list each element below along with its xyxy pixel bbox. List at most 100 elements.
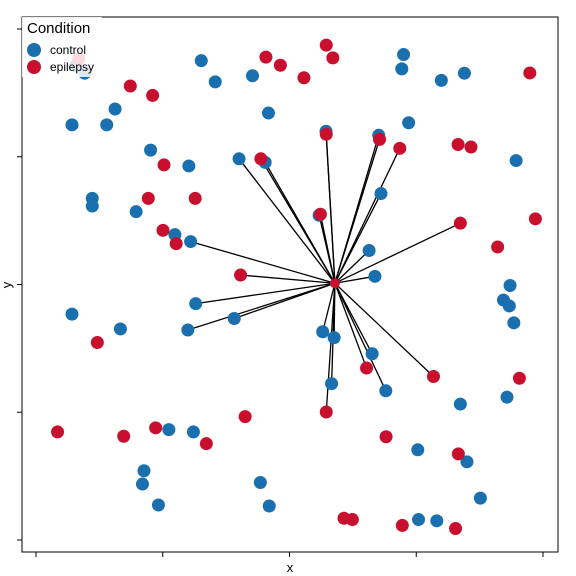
point-control-38 (65, 307, 79, 321)
point-control-49 (135, 477, 149, 491)
point-control-2 (65, 118, 79, 132)
connection-line-24 (334, 282, 368, 369)
point-control-12 (129, 205, 143, 219)
point-control-46 (162, 423, 176, 437)
connection-line-9 (195, 282, 335, 305)
point-control-23 (434, 73, 448, 87)
connection-line-19 (325, 134, 336, 284)
connection-line-12 (322, 283, 336, 332)
point-control-16 (232, 152, 246, 166)
point-control-44 (500, 390, 514, 404)
point-epilepsy-24 (523, 66, 537, 80)
point-control-10 (261, 106, 275, 120)
point-epilepsy-10 (319, 127, 333, 141)
point-epilepsy-25 (90, 335, 104, 349)
point-epilepsy-23 (528, 212, 542, 226)
point-epilepsy-17 (234, 268, 248, 282)
point-epilepsy-4 (273, 58, 287, 72)
point-control-35 (365, 347, 379, 361)
point-epilepsy-39 (395, 518, 409, 532)
point-control-6 (182, 159, 196, 173)
point-control-3 (100, 118, 114, 132)
point-epilepsy-18 (313, 207, 327, 221)
point-control-22 (395, 62, 409, 76)
point-control-57 (473, 491, 487, 505)
point-control-32 (227, 311, 241, 325)
connection-line-18 (334, 148, 401, 284)
point-epilepsy-20 (464, 140, 478, 154)
legend-label-control: control (50, 43, 86, 57)
legend-marker-epilepsy (27, 60, 41, 74)
point-epilepsy-35 (451, 447, 465, 461)
point-epilepsy-8 (372, 132, 386, 146)
point-control-31 (181, 323, 195, 337)
point-control-54 (460, 455, 474, 469)
point-control-37 (325, 377, 339, 391)
point-epilepsy-11 (254, 152, 268, 166)
point-control-33 (316, 325, 330, 339)
connection-line-1 (238, 158, 336, 284)
connection-line-0 (190, 240, 336, 284)
connection-line-25 (334, 282, 434, 377)
legend-title: Condition (27, 20, 90, 37)
point-epilepsy-16 (169, 237, 183, 251)
point-epilepsy-7 (326, 51, 340, 65)
point-control-50 (151, 498, 165, 512)
point-epilepsy-29 (319, 405, 333, 419)
connection-line-20 (260, 158, 336, 284)
point-epilepsy-14 (188, 191, 202, 205)
point-epilepsy-3 (259, 50, 273, 64)
connection-lines (187, 131, 461, 413)
point-control-47 (186, 425, 200, 439)
legend-marker-control (27, 43, 41, 57)
connection-line-22 (319, 214, 336, 284)
point-control-56 (430, 514, 444, 528)
point-control-55 (412, 513, 426, 527)
point-epilepsy-19 (451, 137, 465, 151)
point-control-7 (194, 54, 208, 68)
point-epilepsy-38 (345, 513, 359, 527)
connection-line-8 (334, 275, 376, 284)
point-epilepsy-27 (426, 369, 440, 383)
point-control-5 (144, 143, 158, 157)
point-epilepsy-13 (141, 191, 155, 205)
point-epilepsy-33 (199, 437, 213, 451)
axis-ticks (17, 28, 544, 557)
point-control-24 (457, 66, 471, 80)
center-point (329, 278, 340, 289)
point-epilepsy-30 (238, 410, 252, 424)
point-epilepsy-9 (393, 141, 407, 155)
point-epilepsy-40 (449, 522, 463, 536)
point-control-52 (262, 499, 276, 513)
point-control-39 (113, 322, 127, 336)
point-epilepsy-28 (512, 371, 526, 385)
point-epilepsy-2 (146, 88, 160, 102)
point-control-43 (502, 299, 516, 313)
point-epilepsy-12 (157, 158, 171, 172)
point-control-4 (108, 102, 122, 116)
point-control-21 (397, 48, 411, 62)
point-epilepsy-5 (297, 71, 311, 85)
point-epilepsy-36 (51, 425, 65, 439)
point-epilepsy-15 (156, 223, 170, 237)
legend-label-epilepsy: epilepsy (50, 60, 94, 74)
point-epilepsy-34 (379, 430, 393, 444)
connection-line-10 (187, 282, 336, 331)
point-control-34 (327, 331, 341, 345)
connection-line-15 (334, 282, 387, 392)
point-control-28 (362, 244, 376, 258)
connection-line-23 (334, 222, 461, 284)
connection-line-21 (240, 274, 335, 284)
connection-line-7 (334, 250, 370, 284)
point-control-20 (402, 116, 416, 130)
data-points (51, 38, 542, 536)
point-control-48 (137, 464, 151, 478)
point-epilepsy-21 (453, 216, 467, 230)
connection-line-26 (325, 283, 336, 413)
y-axis-label: y (0, 281, 14, 288)
point-control-40 (503, 279, 517, 293)
point-control-27 (374, 187, 388, 201)
point-control-8 (208, 75, 222, 89)
point-epilepsy-31 (117, 429, 131, 443)
